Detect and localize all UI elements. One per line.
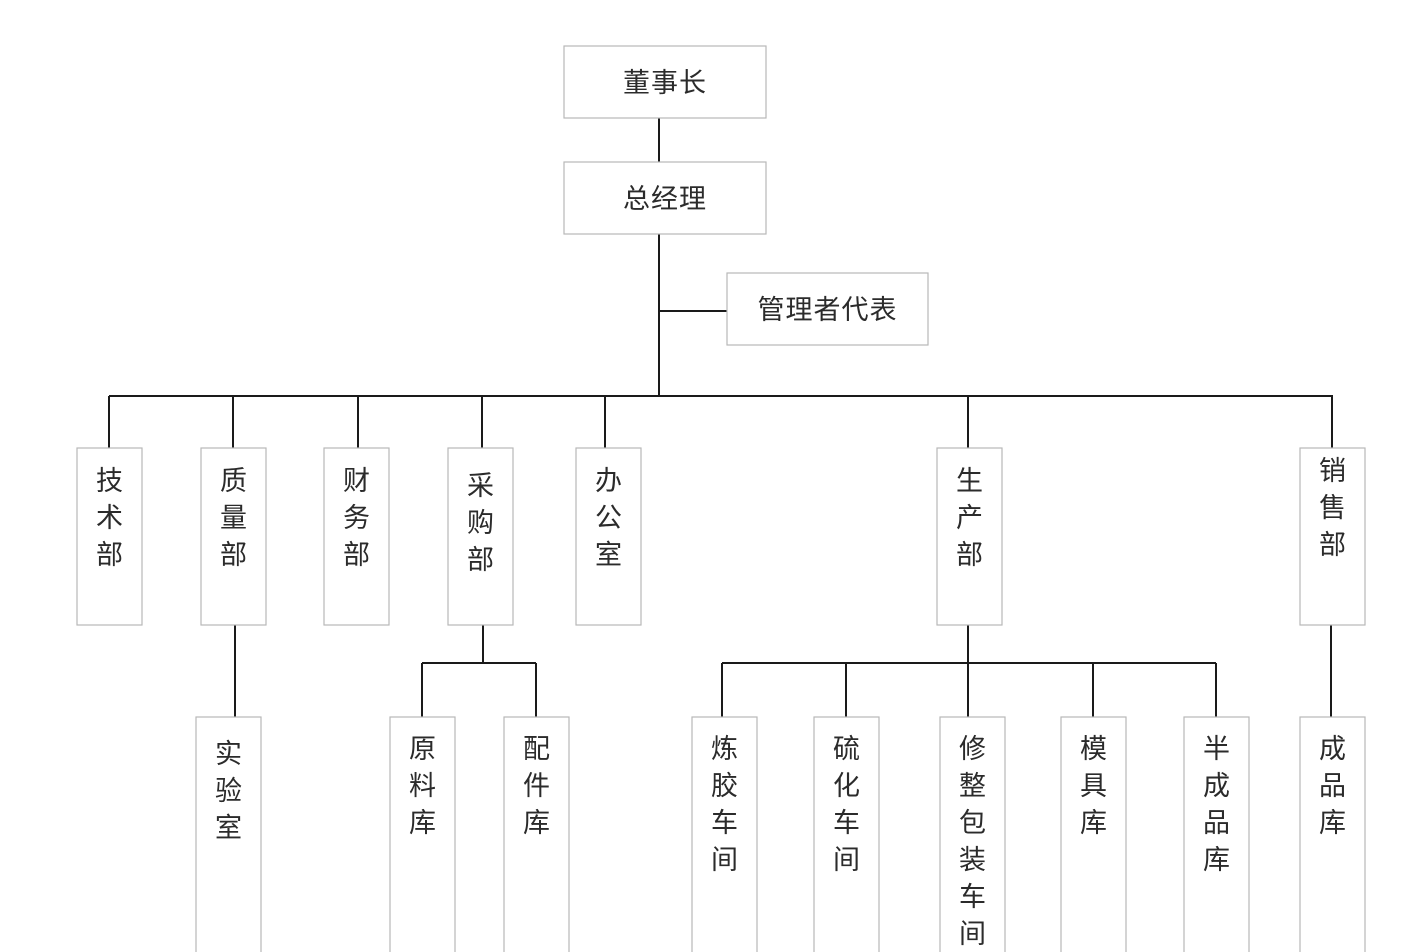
node-label: 技术部 [96, 466, 123, 571]
node-label: 采购部 [467, 471, 494, 576]
node-box [200, 447, 267, 626]
node-box [195, 716, 262, 952]
node-sales-dept: 销售部 [1299, 447, 1366, 626]
node-box [447, 447, 514, 626]
node-office: 办公室 [575, 447, 642, 626]
node-box [575, 447, 642, 626]
node-label: 质量部 [220, 466, 247, 571]
node-box [726, 272, 929, 346]
node-label: 销售部 [1319, 456, 1346, 561]
node-management-rep: 管理者代表 [726, 272, 929, 346]
node-box [1299, 716, 1366, 952]
node-label: 实验室 [215, 739, 242, 844]
node-label: 修整包装车间 [959, 734, 986, 950]
node-quality-dept: 质量部 [200, 447, 267, 626]
node-label: 配件库 [523, 734, 550, 839]
node-label: 成品库 [1319, 734, 1346, 839]
node-label: 生产部 [956, 466, 983, 571]
node-box [813, 716, 880, 952]
node-purchasing-dept: 采购部 [447, 447, 514, 626]
node-label: 财务部 [343, 466, 370, 571]
node-label: 管理者代表 [758, 295, 898, 326]
node-label: 模具库 [1080, 734, 1107, 839]
node-box [939, 716, 1006, 952]
node-box [563, 45, 767, 119]
connector-lines [108, 118, 1333, 717]
node-box [1060, 716, 1127, 952]
node-finance-dept: 财务部 [323, 447, 390, 626]
node-vulcanizing-workshop: 硫化车间 [813, 716, 880, 952]
node-parts-store: 配件库 [503, 716, 570, 952]
node-semi-finished-store: 半成品库 [1183, 716, 1250, 952]
node-laboratory: 实验室 [195, 716, 262, 952]
node-box [563, 161, 767, 235]
node-mold-store: 模具库 [1060, 716, 1127, 952]
node-finished-goods-store: 成品库 [1299, 716, 1366, 952]
node-box [389, 716, 456, 952]
node-tech-dept: 技术部 [76, 447, 143, 626]
node-mixing-workshop: 炼胶车间 [691, 716, 758, 952]
node-label: 硫化车间 [833, 734, 860, 876]
node-box [936, 447, 1003, 626]
node-label: 半成品库 [1203, 734, 1230, 876]
node-label: 董事长 [623, 68, 707, 99]
node-trimming-packing-workshop: 修整包装车间 [939, 716, 1006, 952]
node-box [691, 716, 758, 952]
node-label: 办公室 [595, 466, 622, 571]
node-label: 原料库 [409, 734, 436, 839]
node-box [76, 447, 143, 626]
node-box [323, 447, 390, 626]
node-chairman: 董事长 [563, 45, 767, 119]
node-label: 总经理 [623, 184, 707, 215]
node-raw-material-store: 原料库 [389, 716, 456, 952]
node-label: 炼胶车间 [711, 734, 738, 876]
node-general-manager: 总经理 [563, 161, 767, 235]
node-production-dept: 生产部 [936, 447, 1003, 626]
node-box [503, 716, 570, 952]
node-box [1183, 716, 1250, 952]
node-box [1299, 447, 1366, 626]
